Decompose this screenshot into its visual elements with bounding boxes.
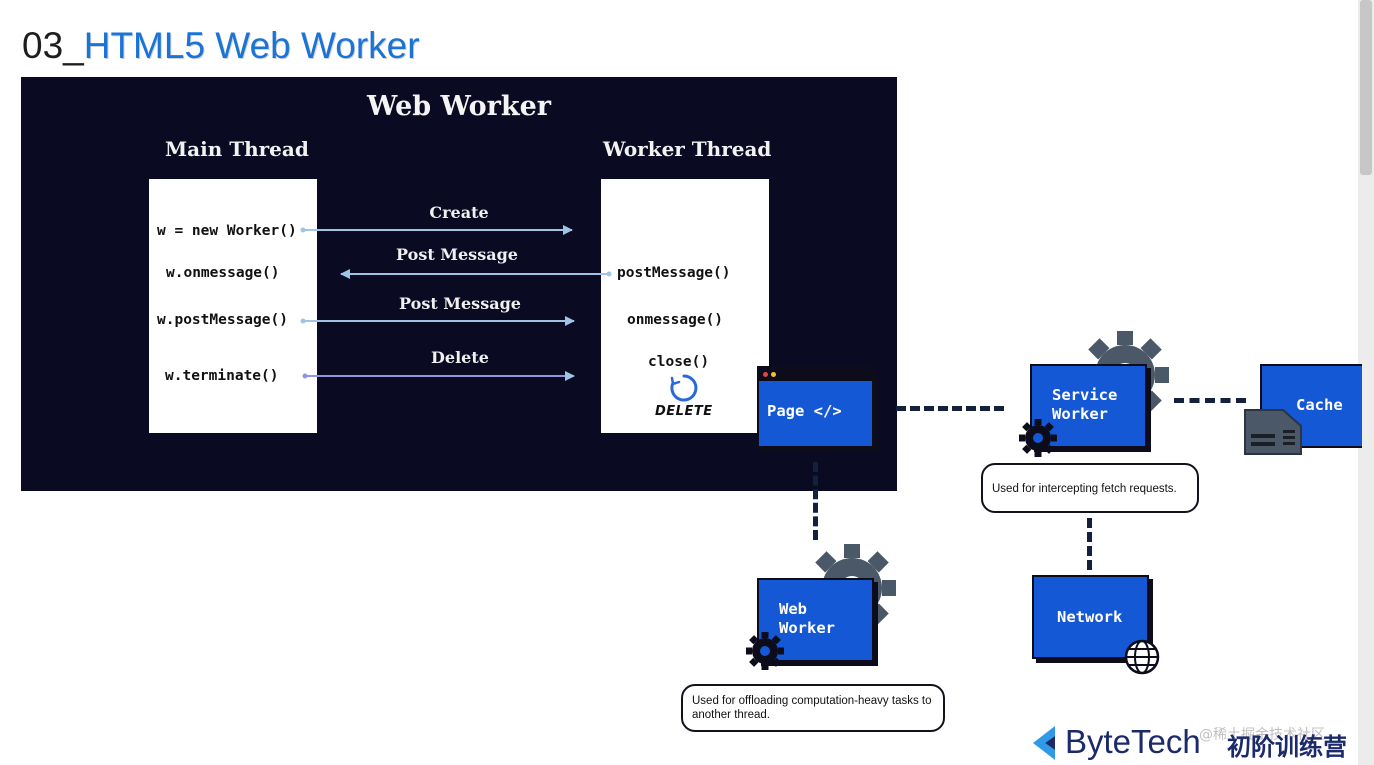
- service-worker-label: Service Worker: [1052, 386, 1118, 423]
- arrow-label-delete: Delete: [431, 348, 489, 367]
- web-worker-label: Web Worker: [779, 600, 835, 637]
- scrollbar-track[interactable]: [1358, 0, 1374, 765]
- storage-card-icon: [1244, 409, 1302, 455]
- program-name-text: 初阶训练营: [1227, 733, 1347, 761]
- worker-thread-heading: Worker Thread: [603, 137, 772, 161]
- watermark-text: @稀土掘金技术社区: [1199, 727, 1325, 743]
- web-worker-note: Used for offloading computation-heavy ta…: [681, 684, 945, 732]
- arrow-label-post-message-back: Post Message: [396, 245, 518, 264]
- diagram-title: Web Worker: [366, 91, 552, 122]
- service-worker-note: Used for intercepting fetch requests.: [981, 463, 1199, 513]
- web-worker-diagram: Web Worker Main Thread Worker Thread w =…: [21, 77, 897, 491]
- window-minimize-dot-icon: [771, 372, 776, 377]
- slide-heading: HTML5 Web Worker: [83, 25, 420, 66]
- arrow-post-message-origin: [300, 318, 306, 324]
- main-call-create: w = new Worker(): [157, 223, 297, 239]
- connector-page-service-worker: [896, 406, 1004, 411]
- window-close-dot-icon: [763, 372, 768, 377]
- page-window-bar: [759, 368, 872, 381]
- cache-label: Cache: [1296, 396, 1343, 414]
- arrow-label-create: Create: [429, 203, 489, 222]
- page-card: Page </>: [757, 366, 874, 448]
- thread-arrows: [300, 225, 612, 381]
- arrow-delete-origin: [302, 373, 308, 379]
- main-thread-panel: w = new Worker() w.onmessage() w.postMes…: [149, 179, 317, 433]
- arrow-create-origin: [300, 227, 306, 233]
- slide-number: 03_: [22, 25, 84, 66]
- globe-icon: [1124, 639, 1160, 675]
- worker-call-postmessage: postMessage(): [617, 265, 731, 281]
- bytetech-logo-mark-icon: [1033, 726, 1055, 760]
- slide-title: 03_HTML5 Web Worker: [22, 24, 420, 68]
- main-call-postmessage: w.postMessage(): [157, 312, 288, 328]
- connector-note-network: [1087, 518, 1092, 570]
- arrow-post-message-back-origin: [606, 271, 612, 277]
- page-label: Page </>: [767, 402, 842, 420]
- worker-delete-label: DELETE: [655, 404, 713, 419]
- loading-spinner-icon: [670, 374, 698, 402]
- connector-page-web-worker: [813, 462, 818, 540]
- worker-call-onmessage: onmessage(): [627, 312, 724, 328]
- scrollbar-thumb[interactable]: [1360, 0, 1372, 175]
- main-call-terminate: w.terminate(): [165, 368, 279, 384]
- service-worker-small-gear-icon: [1019, 419, 1057, 457]
- bytetech-logo-text: ByteTech: [1065, 723, 1201, 760]
- worker-thread-panel: postMessage() onmessage() close() DELETE: [601, 179, 769, 433]
- network-label: Network: [1057, 608, 1123, 626]
- web-worker-small-gear-icon: [746, 632, 784, 670]
- worker-call-close: close(): [648, 354, 710, 370]
- arrow-label-post-message: Post Message: [399, 294, 521, 313]
- main-thread-heading: Main Thread: [165, 137, 309, 161]
- main-call-onmessage: w.onmessage(): [166, 265, 280, 281]
- connector-service-worker-cache: [1174, 398, 1246, 403]
- network-card: Network: [1032, 575, 1149, 659]
